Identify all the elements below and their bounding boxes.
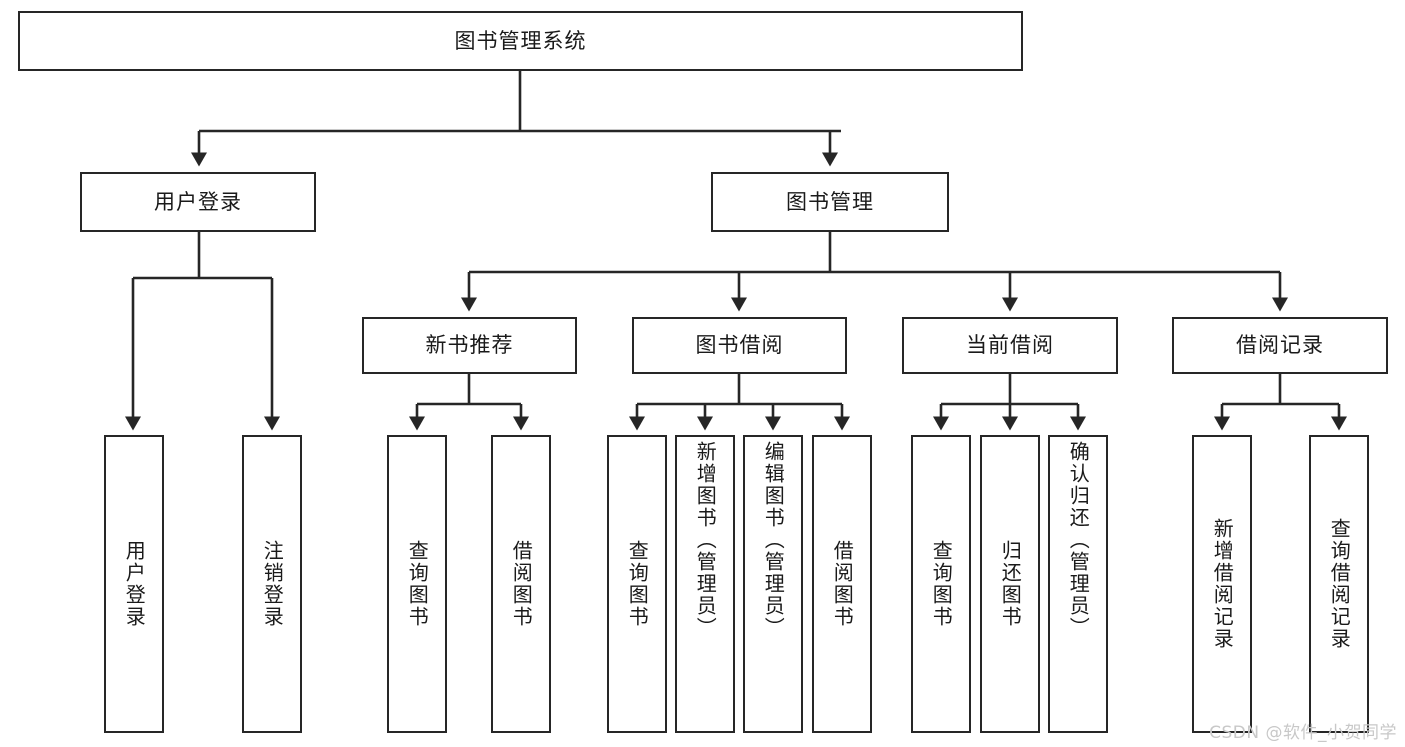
- leaf-content: 归还图书: [982, 437, 1038, 731]
- leaf-label: 确认归还（管理员）: [1066, 441, 1091, 639]
- leaf-borrow-query-book[interactable]: 查询图书: [607, 435, 667, 733]
- leaf-record-add-record[interactable]: 新增借阅记录: [1192, 435, 1252, 733]
- leaf-new-book-borrow[interactable]: 借阅图书: [491, 435, 551, 733]
- leaf-label: 注销登录: [260, 540, 285, 628]
- leaf-content: 新增借阅记录: [1194, 437, 1250, 731]
- node-root-system[interactable]: 图书管理系统: [18, 11, 1023, 71]
- leaf-content: 查询图书: [389, 437, 445, 731]
- leaf-label: 查询图书: [625, 540, 650, 628]
- leaf-content: 确认归还（管理员）: [1050, 437, 1106, 735]
- leaf-record-query-record[interactable]: 查询借阅记录: [1309, 435, 1369, 733]
- node-user-login[interactable]: 用户登录: [80, 172, 316, 232]
- leaf-label: 新增图书（管理员）: [693, 441, 718, 639]
- leaf-label: 新增借阅记录: [1210, 518, 1235, 650]
- leaf-content: 查询图书: [609, 437, 665, 731]
- leaf-user-login-login[interactable]: 用户登录: [104, 435, 164, 733]
- leaf-new-book-query[interactable]: 查询图书: [387, 435, 447, 733]
- node-label: 新书推荐: [425, 333, 514, 357]
- leaf-content: 编辑图书（管理员）: [745, 437, 801, 735]
- leaf-label: 用户登录: [122, 540, 147, 628]
- leaf-label: 借阅图书: [830, 540, 855, 628]
- node-label: 当前借阅: [966, 333, 1054, 357]
- leaf-content: 注销登录: [244, 437, 300, 731]
- leaf-content: 新增图书（管理员）: [677, 437, 733, 735]
- leaf-borrow-borrow-book[interactable]: 借阅图书: [812, 435, 872, 733]
- leaf-label: 编辑图书（管理员）: [761, 441, 786, 639]
- node-current-borrow[interactable]: 当前借阅: [902, 317, 1118, 374]
- leaf-current-return-book[interactable]: 归还图书: [980, 435, 1040, 733]
- node-label: 用户登录: [154, 189, 242, 214]
- leaf-label: 归还图书: [998, 540, 1023, 628]
- node-label: 图书管理系统: [454, 28, 587, 53]
- leaf-borrow-edit-book-admin[interactable]: 编辑图书（管理员）: [743, 435, 803, 733]
- node-label: 借阅记录: [1236, 333, 1324, 357]
- leaf-current-query-book[interactable]: 查询图书: [911, 435, 971, 733]
- node-book-borrow[interactable]: 图书借阅: [632, 317, 847, 374]
- leaf-content: 查询图书: [913, 437, 969, 731]
- leaf-content: 借阅图书: [493, 437, 549, 731]
- leaf-current-confirm-return-admin[interactable]: 确认归还（管理员）: [1048, 435, 1108, 733]
- leaf-label: 查询图书: [405, 540, 430, 628]
- node-label: 图书借阅: [695, 333, 784, 357]
- leaf-borrow-add-book-admin[interactable]: 新增图书（管理员）: [675, 435, 735, 733]
- node-new-book-recommend[interactable]: 新书推荐: [362, 317, 577, 374]
- leaf-user-login-logout[interactable]: 注销登录: [242, 435, 302, 733]
- node-borrow-record[interactable]: 借阅记录: [1172, 317, 1388, 374]
- leaf-content: 用户登录: [106, 437, 162, 731]
- leaf-content: 借阅图书: [814, 437, 870, 731]
- leaf-label: 借阅图书: [509, 540, 534, 628]
- leaf-label: 查询图书: [929, 540, 954, 628]
- watermark-text: CSDN @软件_小贺同学: [1209, 723, 1397, 743]
- leaf-label: 查询借阅记录: [1327, 518, 1352, 650]
- leaf-content: 查询借阅记录: [1311, 437, 1367, 731]
- node-book-management[interactable]: 图书管理: [711, 172, 949, 232]
- node-label: 图书管理: [786, 189, 874, 214]
